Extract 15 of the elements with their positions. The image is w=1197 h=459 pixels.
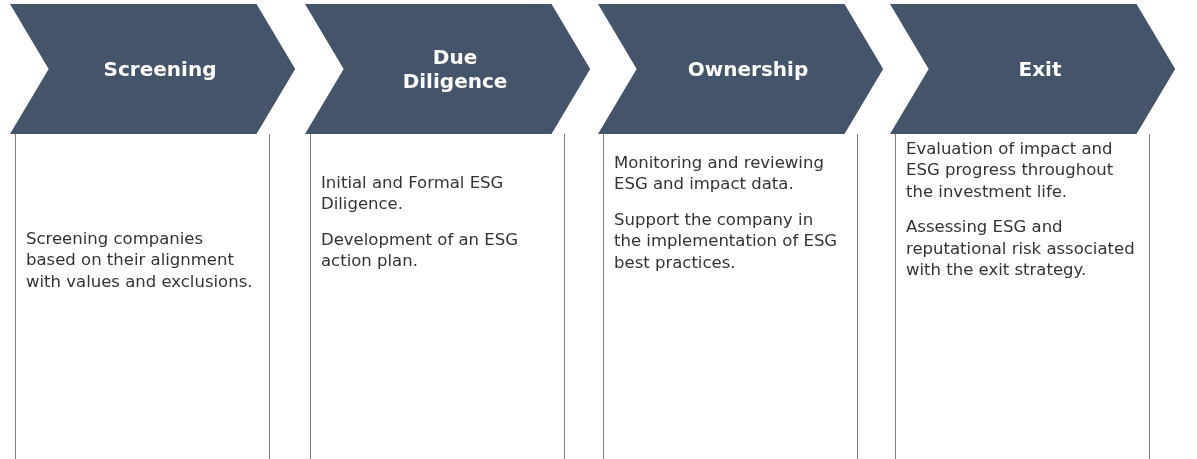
step-heading: Exit: [1017, 57, 1063, 81]
text-panel: [15, 134, 270, 459]
step-heading: Screening: [102, 57, 218, 81]
text-panel: [603, 134, 858, 459]
text-panel: [310, 134, 565, 459]
description-text: Initial and Formal ESG Diligence.: [321, 172, 505, 215]
description-text: Assessing ESG and reputational risk associated with the exit strategy.: [906, 216, 1136, 281]
text-panel: [895, 134, 1150, 459]
step-heading: Due Diligence: [401, 45, 509, 93]
description-text: Evaluation of impact and ESG progress throughout the investment life.: [906, 138, 1115, 203]
description-text: Screening companies based on their alignment with values and exclusions.: [26, 228, 254, 293]
step-heading: Ownership: [686, 57, 810, 81]
description-text: Development of an ESG action plan.: [321, 228, 519, 272]
description-text: Support the company in the implementation of ESG best practices.: [614, 208, 839, 274]
description-text: Monitoring and reviewing ESG and impact data.: [614, 152, 825, 195]
